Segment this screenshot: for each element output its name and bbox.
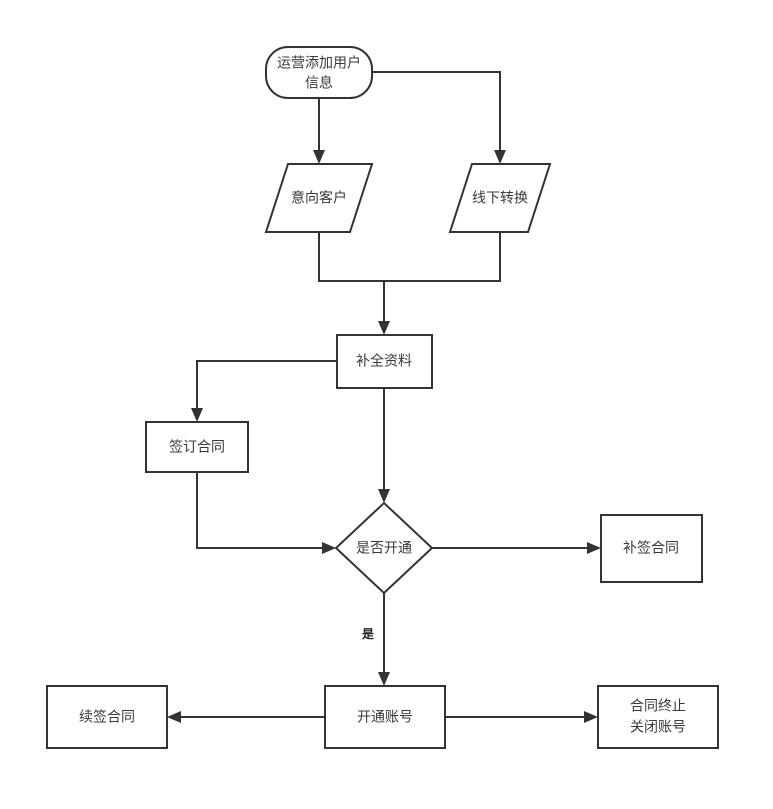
node-complete-info[interactable]: 补全资料 [336, 334, 433, 389]
node-supplement-contract-shape [600, 514, 703, 583]
node-decision-open-shape [334, 501, 434, 595]
node-complete-info-label: 补全资料 [356, 353, 412, 369]
node-renew-contract-shape [46, 685, 168, 749]
node-open-account[interactable]: 开通账号 [324, 685, 446, 749]
node-offline-convert[interactable]: 线下转换 [448, 163, 552, 233]
arrowhead-icon [378, 489, 390, 503]
edge-open-account-to-renew-contract [167, 711, 325, 723]
node-terminate-label-line2: 关闭账号 [630, 719, 686, 735]
arrowhead-icon [587, 542, 601, 554]
arrowhead-icon [584, 711, 598, 723]
node-supplement-contract[interactable]: 补签合同 [600, 514, 703, 583]
edge-decision-to-supplement-contract [432, 542, 601, 554]
edge-sign-contract-to-decision [196, 472, 336, 554]
edge-line [196, 472, 327, 549]
edge-line [372, 71, 501, 155]
node-offline-convert-label: 线下转换 [472, 190, 528, 206]
node-complete-info-shape [336, 334, 433, 389]
node-terminate-shape [597, 685, 719, 749]
arrowhead-icon [322, 542, 336, 554]
edge-complete-info-to-decision [378, 388, 390, 503]
edge-open-account-to-terminate [445, 711, 598, 723]
arrowhead-icon [191, 408, 203, 422]
node-sign-contract[interactable]: 签订合同 [145, 421, 249, 473]
edge-line [384, 232, 501, 282]
node-terminate[interactable]: 合同终止 关闭账号 [597, 685, 719, 749]
node-start[interactable]: 运营添加用户 信息 [265, 46, 373, 99]
node-intent-customer[interactable]: 意向客户 [264, 163, 374, 233]
edge-merge-to-complete-info [378, 281, 390, 335]
node-open-account-label: 开通账号 [357, 709, 413, 725]
node-open-account-shape [324, 685, 446, 749]
edge-start-to-intent-customer [313, 98, 325, 164]
arrowhead-icon [494, 150, 506, 164]
arrowhead-icon [378, 321, 390, 335]
node-offline-convert-shape [448, 163, 552, 233]
arrowhead-icon [313, 150, 325, 164]
edge-label-yes: 是 [361, 627, 375, 641]
node-decision-open[interactable]: 是否开通 [334, 501, 434, 595]
node-terminate-label-line1: 合同终止 [630, 698, 686, 714]
node-start-shape [265, 46, 373, 99]
edge-start-to-offline-convert [372, 71, 506, 164]
node-renew-contract-label: 续签合同 [79, 709, 135, 725]
node-intent-customer-shape [264, 163, 374, 233]
node-sign-contract-shape [145, 421, 249, 473]
node-supplement-contract-label: 补签合同 [623, 540, 679, 556]
edge-complete-info-to-sign-contract [191, 360, 337, 422]
node-intent-customer-label: 意向客户 [291, 190, 347, 206]
node-start-label-line1: 运营添加用户 [277, 55, 361, 71]
edge-decision-to-open-account: 是 [361, 593, 390, 686]
node-renew-contract[interactable]: 续签合同 [46, 685, 168, 749]
edge-offline-convert-to-merge [384, 232, 501, 282]
arrowhead-icon [378, 672, 390, 686]
edge-intent-customer-to-merge [318, 232, 384, 282]
arrowhead-icon [167, 711, 181, 723]
node-start-label-line2: 信息 [305, 75, 333, 91]
edge-line [318, 232, 384, 282]
node-decision-open-label: 是否开通 [356, 540, 412, 556]
edge-line [196, 360, 337, 413]
node-sign-contract-label: 签订合同 [169, 439, 225, 455]
